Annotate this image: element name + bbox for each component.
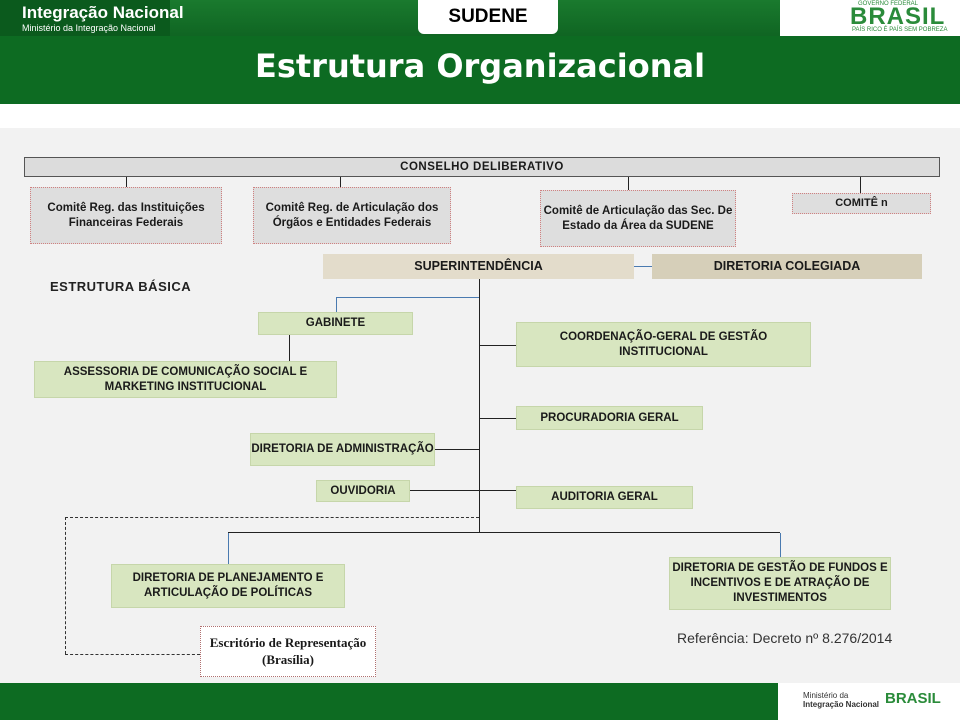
comite-secretarias-estado-box: Comitê de Articulação das Sec. De Estado… — [540, 190, 736, 247]
logo-subtitle: Ministério da Integração Nacional — [22, 23, 156, 33]
brasil-logo — [780, 0, 960, 38]
brasil-slogan: PAÍS RICO É PAÍS SEM POBREZA — [852, 27, 948, 33]
escritorio-representacao-box: Escritório de Representação (Brasília) — [200, 626, 376, 677]
administracao-link — [435, 449, 479, 450]
footer-ministry-logo: Ministério da Integração Nacional — [803, 691, 880, 710]
comite-n-box: COMITÊ n — [792, 193, 931, 214]
gabinete-box: GABINETE — [258, 312, 413, 335]
page-title: Estrutura Organizacional — [254, 47, 706, 85]
conselho-deliberativo-box: CONSELHO DELIBERATIVO — [24, 157, 940, 177]
diretoria-planejamento-box: DIRETORIA DE PLANEJAMENTO E ARTICULAÇÃO … — [111, 564, 345, 608]
footer-ministry-line2: Integração Nacional — [803, 699, 880, 709]
auditoria-link — [479, 490, 516, 491]
planejamento-link — [228, 533, 229, 564]
footer-brasil-logo: BRASIL — [885, 690, 941, 707]
footer-logos — [778, 683, 960, 720]
coordenacao-geral-box: COORDENAÇÃO-GERAL DE GESTÃO INSTITUCIONA… — [516, 322, 811, 367]
brasil-wordmark: BRASIL — [850, 3, 946, 30]
ouvidoria-box: OUVIDORIA — [316, 480, 410, 502]
diretoria-administracao-box: DIRETORIA DE ADMINISTRAÇÃO — [250, 433, 435, 466]
assessoria-link — [289, 335, 290, 361]
superintendencia-box: SUPERINTENDÊNCIA — [323, 254, 634, 279]
estrutura-basica-label: ESTRUTURA BÁSICA — [50, 279, 192, 294]
gabinete-link — [336, 297, 337, 312]
referencia-text: Referência: Decreto nº 8.276/2014 — [677, 630, 893, 646]
title-bar — [0, 36, 960, 104]
main-trunk-line — [479, 279, 480, 532]
sudene-tab: SUDENE — [418, 0, 558, 34]
connector — [628, 176, 629, 190]
logo-title: Integração Nacional — [22, 3, 184, 22]
superintendencia-colegiada-link — [634, 266, 652, 267]
directorates-bar — [228, 532, 780, 533]
escritorio-dashed-link — [65, 517, 66, 654]
brasil-gov-label: GOVERNO FEDERAL — [858, 1, 919, 7]
diretoria-fundos-box: DIRETORIA DE GESTÃO DE FUNDOS E INCENTIV… — [669, 557, 891, 610]
gabinete-link — [336, 297, 479, 298]
fundos-link — [780, 533, 781, 557]
diretoria-colegiada-box: DIRETORIA COLEGIADA — [652, 254, 922, 279]
comite-instituicoes-financeiras-box: Comitê Reg. das Instituições Financeiras… — [30, 187, 222, 244]
comite-orgaos-entidades-box: Comitê Reg. de Articulação dos Órgãos e … — [253, 187, 451, 244]
coordenacao-link — [479, 345, 516, 346]
escritorio-dashed-link — [65, 517, 479, 518]
ministry-logo — [0, 0, 170, 38]
escritorio-dashed-link — [65, 654, 200, 655]
assessoria-comunicacao-box: ASSESSORIA DE COMUNICAÇÃO SOCIAL E MARKE… — [34, 361, 337, 398]
connector — [340, 176, 341, 188]
ouvidoria-link — [410, 490, 479, 491]
auditoria-geral-box: AUDITORIA GERAL — [516, 486, 693, 509]
footer-ministry-line1: Ministério da — [803, 691, 849, 700]
connector — [860, 176, 861, 193]
procuradoria-link — [479, 418, 516, 419]
procuradoria-geral-box: PROCURADORIA GERAL — [516, 406, 703, 430]
connector — [126, 176, 127, 188]
